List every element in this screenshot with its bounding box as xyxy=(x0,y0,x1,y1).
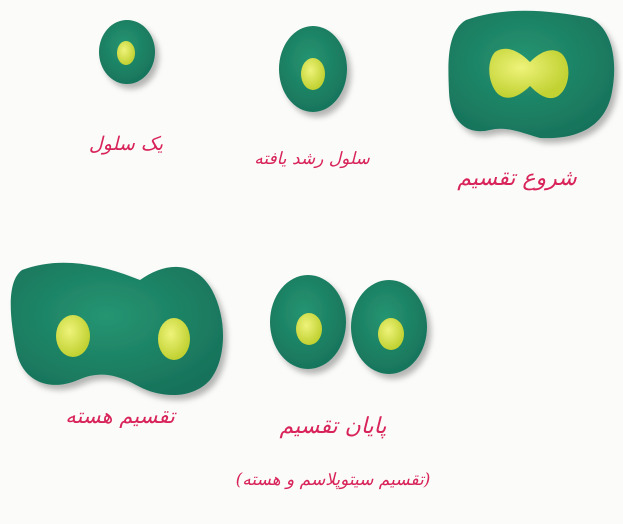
nucleus-division-model xyxy=(11,263,223,395)
label-single-cell: یک سلول xyxy=(89,133,163,156)
division-end-model xyxy=(270,275,427,374)
single-cell-model xyxy=(99,20,155,84)
label-division-end: پایان تقسیم xyxy=(280,414,387,440)
label-division-end-note: (تقسیم سیتوپلاسم و هسته) xyxy=(236,470,431,490)
division-start-model xyxy=(448,11,614,138)
grown-cell-model xyxy=(279,26,347,112)
label-nucleus-division: تقسیم هسته xyxy=(65,404,175,429)
label-grown-cell: سلول رشد یافته xyxy=(254,149,369,169)
label-division-start: شروع تقسیم xyxy=(457,166,576,192)
